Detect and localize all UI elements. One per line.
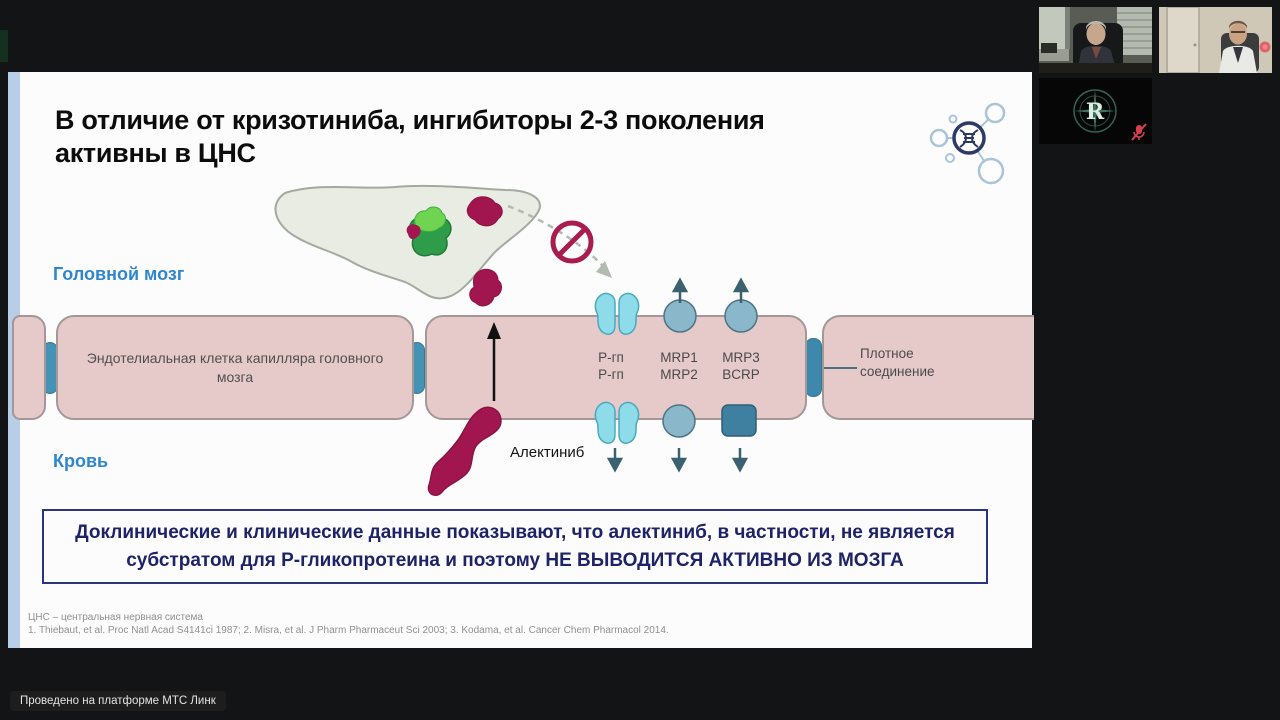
webcam-tile-doctor[interactable] [1159,7,1272,73]
endothelial-cell-partial [12,315,46,420]
alectinib-label: Алектиниб [510,444,585,461]
slide-title: В отличие от кризотиниба, ингибиторы 2-3… [55,105,765,168]
participant-logo: R [1039,78,1152,144]
conclusion-text: Доклинические и клинические данные показ… [75,521,955,571]
blood-region-label: Кровь [53,451,109,471]
brain-region-label: Головной мозг [53,264,185,284]
mic-muted-icon [1131,123,1147,141]
tight-junction-label: Плотное соединение [860,346,935,379]
conclusion-callout-box: Доклинические и клинические данные показ… [42,509,988,584]
webcam-tile-logo[interactable]: R [1039,78,1152,144]
webcam-video-speaker [1039,7,1152,73]
clipped-video-tile [0,30,8,62]
svg-text:R: R [1086,99,1105,125]
footnote-abbreviation: ЦНС – центральная нервная система [28,612,203,623]
tight-junction-connector [805,338,822,397]
endothelial-cell-caption: Эндотелиальная клетка капилляра головног… [86,349,384,385]
webcam-tile-speaker[interactable] [1039,7,1152,73]
mrp12-transporter-label: MRP1 MRP2 [660,350,698,382]
footnote-references: 1. Thiebaut, et al. Proc Natl Acad S4141… [28,625,669,636]
platform-badge: Проведено на платформе МТС Линк [10,691,226,711]
endothelial-cell-right [822,315,1034,420]
endothelial-cell-labeled: Эндотелиальная клетка капилляра головног… [56,315,414,420]
webcam-video-doctor [1159,7,1272,73]
mrp3-bcrp-transporter-label: MRP3 BCRP [722,350,760,382]
pgp-transporter-label: Р-гп Р-гп [598,350,624,382]
